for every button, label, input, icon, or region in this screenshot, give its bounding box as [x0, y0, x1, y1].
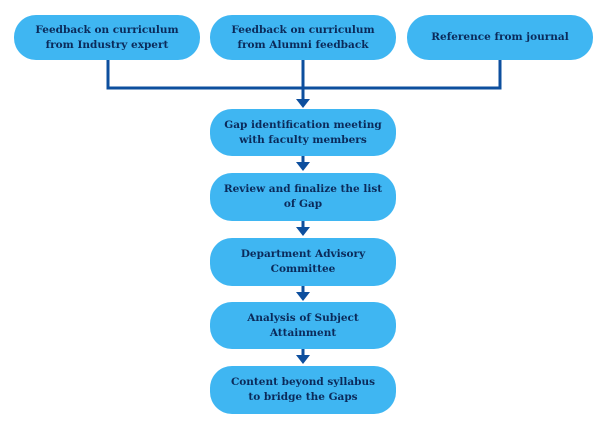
step-attainment-box: Analysis of Subject Attainment — [210, 302, 396, 349]
source-alumni-box: Feedback on curriculum from Alumni feedb… — [210, 15, 396, 60]
step-review-box: Review and finalize the list of Gap — [210, 173, 396, 221]
step-content-box: Content beyond syllabus to bridge the Ga… — [210, 366, 396, 414]
arrowhead-gap-meeting — [296, 99, 310, 108]
arrowhead-dac — [296, 227, 310, 236]
arrowhead-content — [296, 355, 310, 364]
source-journal-box: Reference from journal — [407, 15, 593, 60]
step-gap-meeting-box: Gap identification meeting with faculty … — [210, 109, 396, 156]
arrowhead-attainment — [296, 292, 310, 301]
step-dac-box: Department Advisory Committee — [210, 238, 396, 286]
source-industry-box: Feedback on curriculum from Industry exp… — [14, 15, 200, 60]
arrowhead-review — [296, 162, 310, 171]
